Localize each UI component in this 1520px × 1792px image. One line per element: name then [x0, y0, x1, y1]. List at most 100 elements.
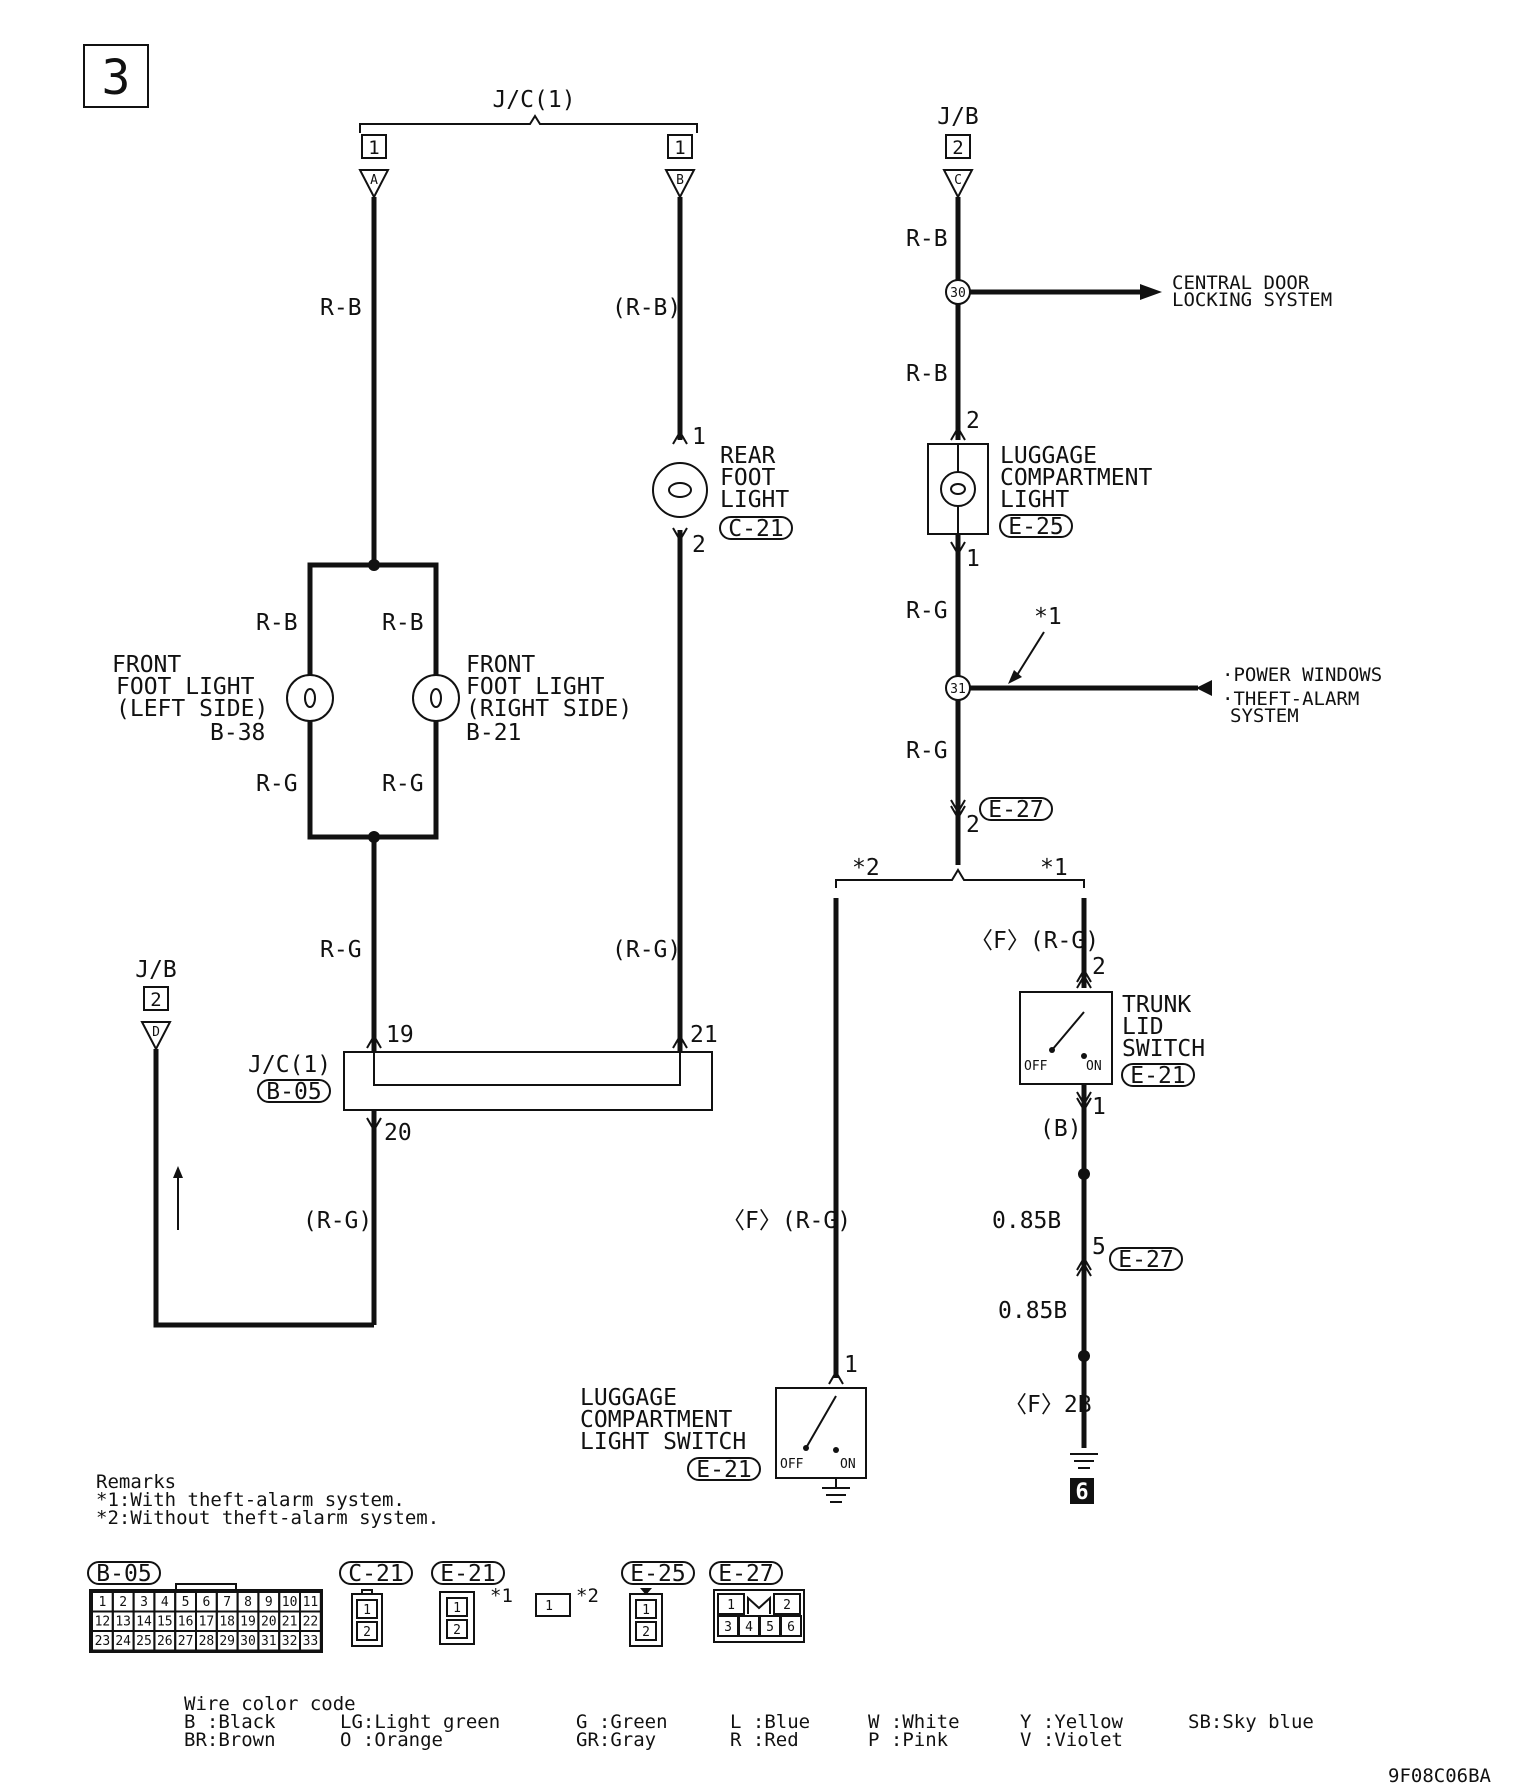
switch-contact: [833, 1447, 839, 1453]
wire-label-085b-1: 0.85B: [992, 1208, 1061, 1234]
wire-label-rg-branch-left: R-G: [256, 771, 298, 797]
splice-31-label: 31: [950, 682, 966, 697]
connector-1-b-num: 1: [674, 137, 685, 159]
c21-label: C-21: [348, 1561, 403, 1587]
lug-switch-label-3: LIGHT SWITCH: [580, 1429, 746, 1455]
lug-switch-off: OFF: [780, 1457, 804, 1472]
pointer-line: [1013, 631, 1045, 681]
trunk-switch-box: [1019, 991, 1113, 1085]
wire-jb-loop: [153, 1049, 374, 1328]
color-code-entry: GR:Gray: [576, 1729, 656, 1751]
front-right-label-2: FOOT LIGHT: [466, 674, 605, 700]
pin-arrow-icon: [672, 1034, 688, 1049]
code-badge: [719, 516, 793, 540]
e21b-outline: [535, 1593, 571, 1617]
code-badge: [979, 797, 1053, 821]
connector-1-a-num: 1: [368, 137, 379, 159]
color-code-entry: W :White: [868, 1711, 960, 1733]
e21-outline: [439, 1591, 475, 1645]
pin-arrow-icon: [1076, 1091, 1092, 1106]
wire-label-b: (B): [1040, 1116, 1082, 1142]
switch-pivot: [803, 1445, 809, 1451]
front-left-label-3: (LEFT SIDE): [116, 696, 268, 722]
connector-2-d-num: 2: [150, 989, 161, 1011]
b05-pin-number: 21: [282, 1615, 298, 1630]
terminal-b-letter: B: [676, 173, 684, 188]
switch-contact: [1081, 1053, 1087, 1059]
e25-pin-box: [635, 1621, 657, 1641]
b05-pin-number: 7: [223, 1595, 231, 1610]
wire-label-rb-rear: (R-B): [612, 295, 681, 321]
e21b-mark-2: *2: [576, 1585, 599, 1607]
b05-pin-number: 32: [282, 1634, 298, 1649]
b05-pin-number: 8: [244, 1595, 252, 1610]
trunk-label-3: SWITCH: [1122, 1036, 1205, 1062]
pin-arrow-icon: [950, 541, 966, 556]
code-badge: [621, 1561, 695, 1585]
b05-pin-number: 28: [199, 1634, 215, 1649]
asterisk-1-label: *1: [1034, 604, 1062, 630]
e25-latch: [640, 1588, 652, 1595]
connector-2-box-c: [945, 134, 971, 159]
e21b-pin-1: 1: [545, 1599, 553, 1614]
color-code-entry: LG:Light green: [340, 1711, 500, 1733]
b05-pin-number: 24: [115, 1634, 131, 1649]
bulb-filament-icon: [950, 483, 966, 495]
lug-switch-code: E-21: [696, 1457, 751, 1483]
c21-pin-2: 2: [363, 1625, 371, 1640]
pin-1-lug-switch: 1: [844, 1352, 858, 1378]
code-badge: [339, 1561, 413, 1585]
e21-pin-2: 2: [453, 1623, 461, 1638]
up-arrow-icon: [173, 1166, 183, 1178]
e25-outline: [629, 1593, 663, 1647]
c21-pin-box: [356, 1621, 378, 1641]
color-code-entry: Y :Yellow: [1020, 1711, 1124, 1733]
e27-pin-number: 3: [724, 1620, 732, 1635]
b05-pin-number: 17: [199, 1615, 215, 1630]
pin-19: 19: [386, 1022, 414, 1048]
switch-lever: [805, 1395, 837, 1449]
lug-light-code: E-25: [1008, 514, 1063, 540]
wire-label-rg-right-1: R-G: [906, 598, 948, 624]
jc1-bracket: [359, 114, 698, 133]
wire-label-rb-right-1: R-B: [906, 226, 948, 252]
b05-pin-number: 19: [240, 1615, 256, 1630]
b05-pin-number: 4: [161, 1595, 169, 1610]
terminal-c-letter: C: [954, 173, 962, 188]
code-badge: [257, 1079, 331, 1103]
e25-pin-box: [635, 1599, 657, 1619]
b05-pin-number: 1: [98, 1595, 106, 1610]
remarks-1: *1:With theft-alarm system.: [96, 1489, 405, 1511]
pin-arrow-icon: [672, 527, 688, 542]
e27-label: E-27: [718, 1561, 773, 1587]
pin-arrow-icon: [1076, 974, 1092, 989]
lug-switch-on: ON: [840, 1457, 856, 1472]
wire-label-rg-branch-right: R-G: [382, 771, 424, 797]
color-code-entry: R :Red: [730, 1729, 799, 1751]
front-right-label-3: (RIGHT SIDE): [466, 696, 632, 722]
e21-pin-1: 1: [453, 1601, 461, 1616]
terminal-a-letter: A: [370, 173, 378, 188]
b05-pin-number: 10: [282, 1595, 298, 1610]
lug-switch-label-1: LUGGAGE: [580, 1385, 677, 1411]
switch-lever: [1051, 1011, 1085, 1051]
front-left-label-2: FOOT LIGHT: [116, 674, 255, 700]
b05-pin-number: 2: [119, 1595, 127, 1610]
e25-label: E-25: [630, 1561, 685, 1587]
rear-foot-label-2: FOOT: [720, 465, 776, 491]
jc1-label: J/C(1): [248, 1052, 331, 1078]
pin-arrow-icon: [1076, 1256, 1092, 1271]
b05-pin-number: 31: [261, 1634, 277, 1649]
wire-label-rg-jc1-out: (R-G): [303, 1208, 372, 1234]
jc1-inner-link: [373, 1052, 681, 1086]
e25-pin-2: 2: [642, 1625, 650, 1640]
b05-pin-number: 13: [115, 1615, 131, 1630]
e21-label: E-21: [440, 1561, 495, 1587]
wire-label-085b-2: 0.85B: [998, 1298, 1067, 1324]
bulb-filament-icon: [304, 688, 316, 708]
central-door-label-2: LOCKING SYSTEM: [1172, 289, 1332, 311]
terminal-c-icon: [942, 169, 974, 200]
e27-pin-cell: [780, 1615, 802, 1637]
trunk-code: E-21: [1130, 1063, 1185, 1089]
